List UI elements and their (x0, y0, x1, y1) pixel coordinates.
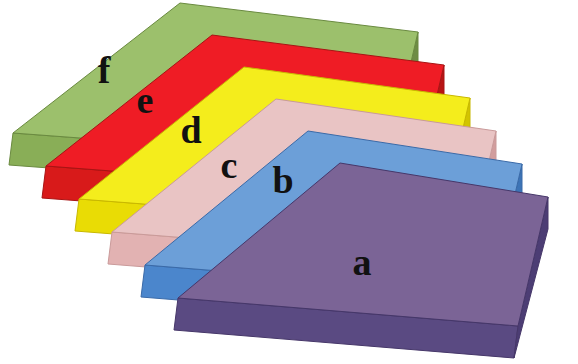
slab-top-face (178, 163, 548, 326)
layer-letter: c (221, 146, 238, 184)
layer-letter: b (272, 161, 293, 199)
layer-letter: d (180, 111, 201, 149)
layer-letter: f (98, 51, 111, 89)
layer-letter: e (137, 81, 154, 119)
layer-letter: a (353, 243, 372, 281)
